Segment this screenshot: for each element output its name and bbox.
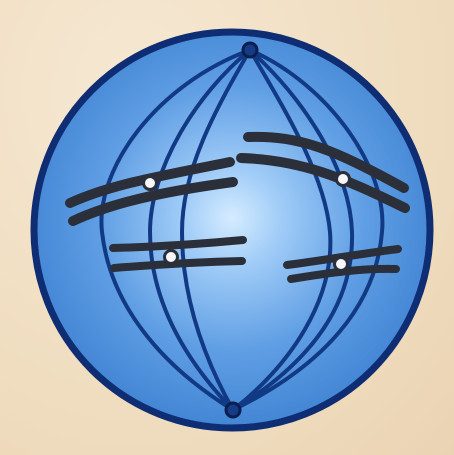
centromere-lower-left (165, 251, 178, 264)
centromere-upper-left (144, 177, 157, 190)
cell-membrane (34, 32, 430, 428)
centromere-upper-right (337, 173, 350, 186)
top-pole (243, 43, 257, 57)
bottom-pole (226, 403, 240, 417)
centromere-lower-right (335, 258, 348, 271)
